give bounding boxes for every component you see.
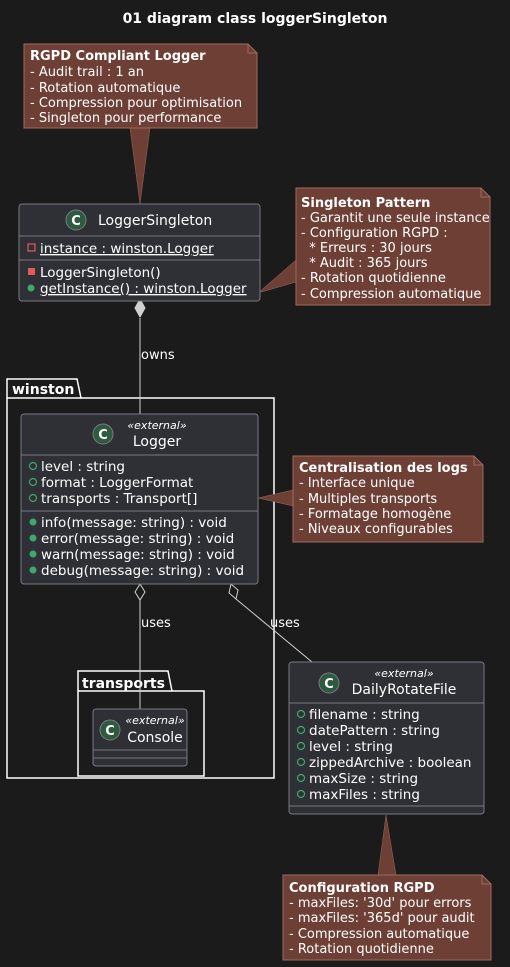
public-visibility-icon [296,709,306,719]
note-line: - Rotation quotidienne [289,942,434,957]
relation-uses-console: uses [134,583,171,709]
note-line: - Singleton pour performance [30,111,221,126]
class-field: level : string [41,459,125,475]
relation-owns: owns [134,297,175,414]
class-field: format : LoggerFormat [41,475,193,491]
note-line: * Audit : 365 jours [301,256,428,271]
diagram-title: 01 diagram class loggerSingleton [123,11,388,27]
note-heading: RGPD Compliant Logger [30,49,206,64]
private-visibility-icon [27,243,36,252]
public-visibility-icon [29,550,37,558]
note-heading: Centralisation des logs [299,461,468,476]
public-visibility-icon [296,789,306,799]
class-field: filename : string [309,707,420,723]
note-line: - Compression automatique [301,287,481,302]
note-line: - Multiples transports [299,492,437,507]
package-winston: winston [6,378,275,779]
class-letter: C [98,428,108,443]
class-field: maxFiles : string [309,787,420,803]
note-centralisation-des-logs: Centralisation des logs - Interface uniq… [292,455,484,543]
note-heading: Singleton Pattern [301,196,430,211]
note-line: - maxFiles: '30d' pour errors [289,896,472,911]
public-visibility-icon [296,757,306,767]
class-circle-icon [65,209,87,231]
private-visibility-icon [28,268,35,275]
note-heading: Configuration RGPD [289,881,435,896]
class-field: maxSize : string [309,771,418,787]
class-letter: C [324,677,334,692]
class-method: info(message: string) : void [41,515,227,531]
relation-uses-daily-label: uses [270,616,300,631]
note-connectors [129,127,397,876]
public-visibility-icon [296,725,306,735]
public-visibility-icon [296,741,306,751]
note-line: - Configuration RGPD : [301,226,448,241]
class-circle-icon [99,719,121,741]
class-name: Console [127,730,183,746]
note-rgpd-compliant-logger: RGPD Compliant Logger - Audit trail : 1 … [23,43,258,129]
class-method: LoggerSingleton() [40,265,161,281]
class-letter: C [71,214,81,229]
note-line: * Erreurs : 30 jours [301,241,432,256]
class-field: level : string [309,739,393,755]
public-visibility-icon [29,518,37,526]
public-visibility-icon [28,493,38,503]
class-field: transports : Transport[] [41,491,197,507]
class-field: datePattern : string [309,723,440,739]
class-stereotype: «external» [125,714,184,727]
class-method: getInstance() : winston.Logger [40,281,247,297]
class-name: DailyRotateFile [352,682,457,698]
class-daily-rotate-file: C «external» DailyRotateFile filename : … [288,661,485,815]
class-letter: C [105,724,115,739]
package-winston-label: winston [12,382,74,398]
class-stereotype: «external» [374,667,433,680]
relation-uses-daily: uses [228,583,313,663]
note-line: - Compression automatique [289,927,469,942]
note-line: - maxFiles: '365d' pour audit [289,911,475,926]
class-field: zippedArchive : boolean [309,755,471,771]
public-visibility-icon [27,284,35,292]
public-visibility-icon [28,477,38,487]
class-console: C «external» Console [92,708,188,767]
note-line: - Compression pour optimisation [30,96,242,111]
relation-owns-label: owns [141,348,175,363]
class-name: Logger [133,434,182,450]
relation-uses-console-label: uses [141,616,171,631]
note-line: - Interface unique [299,476,415,491]
note-line: - Niveaux configurables [299,522,453,537]
package-transports: transports [77,670,205,777]
public-visibility-icon [29,534,37,542]
aggregation-diamond [134,583,146,601]
note-configuration-rgpd: Configuration RGPD - maxFiles: '30d' pou… [282,874,492,961]
note-line: - Audit trail : 1 an [30,65,144,80]
package-transports-label: transports [82,676,165,692]
note-line: - Rotation quotidienne [301,271,446,286]
note-line: - Garantit une seule instance [301,211,490,226]
class-method: debug(message: string) : void [41,563,244,579]
class-field: instance : winston.Logger [40,241,214,257]
class-logger: C «external» Logger level : string forma… [20,413,259,585]
class-circle-icon [318,672,340,694]
class-method: error(message: string) : void [41,531,234,547]
public-visibility-icon [28,461,38,471]
public-visibility-icon [29,566,37,574]
composition-diamond [134,297,146,319]
class-stereotype: «external» [127,419,186,432]
note-line: - Rotation automatique [30,81,180,96]
class-name: LoggerSingleton [98,213,212,229]
aggregation-diamond [228,583,239,600]
class-circle-icon [92,423,114,445]
class-logger-singleton: C LoggerSingleton instance : winston.Log… [18,203,261,302]
class-method: warn(message: string) : void [41,547,235,563]
note-line: - Formatage homogène [299,507,451,522]
public-visibility-icon [296,773,306,783]
note-singleton-pattern: Singleton Pattern - Garantit une seule i… [295,187,491,306]
